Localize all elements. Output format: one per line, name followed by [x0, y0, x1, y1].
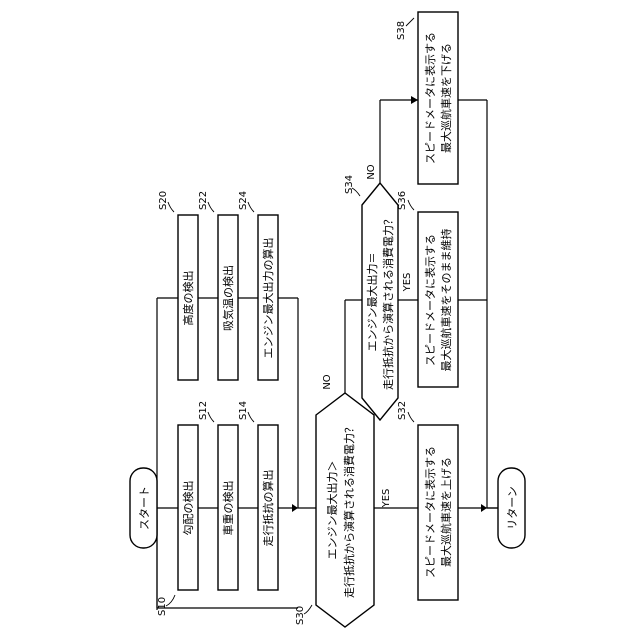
s10-text: 勾配の検出: [181, 481, 195, 536]
s22-id: S22: [198, 191, 209, 210]
s14-text: 走行抵抗の算出: [261, 470, 275, 547]
s38-arrow: [411, 96, 418, 104]
s38-leader: [406, 18, 414, 26]
s38-line2: 最大巡航車速を下げる: [439, 43, 453, 153]
step-s32: スピードメータに表示する 最大巡航車速を上げる S32: [397, 401, 458, 600]
start-terminal: スタート: [130, 468, 157, 548]
s36-leader: [408, 200, 414, 210]
step-s14: 走行抵抗の算出 S14: [238, 401, 278, 590]
s12-id: S12: [198, 401, 209, 420]
step-s10: 勾配の検出 S10: [157, 425, 198, 616]
return-merge-arrow: [481, 504, 487, 512]
step-s22: 吸気温の検出 S22: [198, 191, 238, 380]
step-s38: スピードメータに表示する 最大巡航車速を下げる S38: [396, 12, 458, 184]
s20-id: S20: [158, 191, 169, 210]
s38-id: S38: [396, 21, 407, 40]
step-s12: 車重の検出 S12: [198, 401, 238, 590]
s34-id: S34: [344, 175, 355, 194]
s34-yes-label: YES: [402, 273, 413, 293]
s34-line1: エンジン最大出力＝: [365, 253, 379, 352]
s30-no-label: NO: [322, 374, 333, 389]
s10-id: S10: [157, 597, 168, 616]
step-s20: 高度の検出 S20: [158, 191, 198, 380]
s34-line2: 走行抵抗から演算される消費電力？: [381, 214, 395, 390]
s32-line2: 最大巡航車速を上げる: [439, 457, 453, 567]
s12-text: 車重の検出: [221, 481, 235, 536]
s30-id: S30: [295, 606, 306, 625]
s32-id: S32: [397, 401, 408, 420]
s24-id: S24: [238, 191, 249, 210]
start-label: スタート: [138, 486, 151, 530]
s36-line2: 最大巡航車速をそのまま維持: [439, 229, 453, 372]
s14-id: S14: [238, 401, 249, 420]
s22-text: 吸気温の検出: [221, 265, 235, 331]
return-label: リターン: [506, 486, 519, 529]
s24-text: エンジン最大出力の算出: [261, 238, 275, 359]
return-terminal: リターン: [498, 468, 525, 548]
s32-leader: [408, 412, 414, 422]
s32-line1: スピードメータに表示する: [423, 446, 437, 578]
step-s24: エンジン最大出力の算出 S24: [238, 191, 278, 380]
s38-line1: スピードメータに表示する: [423, 32, 437, 164]
s20-text: 高度の検出: [181, 271, 195, 326]
s30-line1: エンジン最大出力＞: [325, 461, 339, 560]
s36-line1: スピードメータに表示する: [423, 234, 437, 366]
s36-id: S36: [397, 191, 408, 210]
s30-yes-label: YES: [381, 489, 392, 509]
merge-arrow: [292, 504, 298, 512]
s30-line2: 走行抵抗から演算される消費電力？: [342, 422, 356, 598]
s34-no-label: NO: [366, 164, 377, 179]
